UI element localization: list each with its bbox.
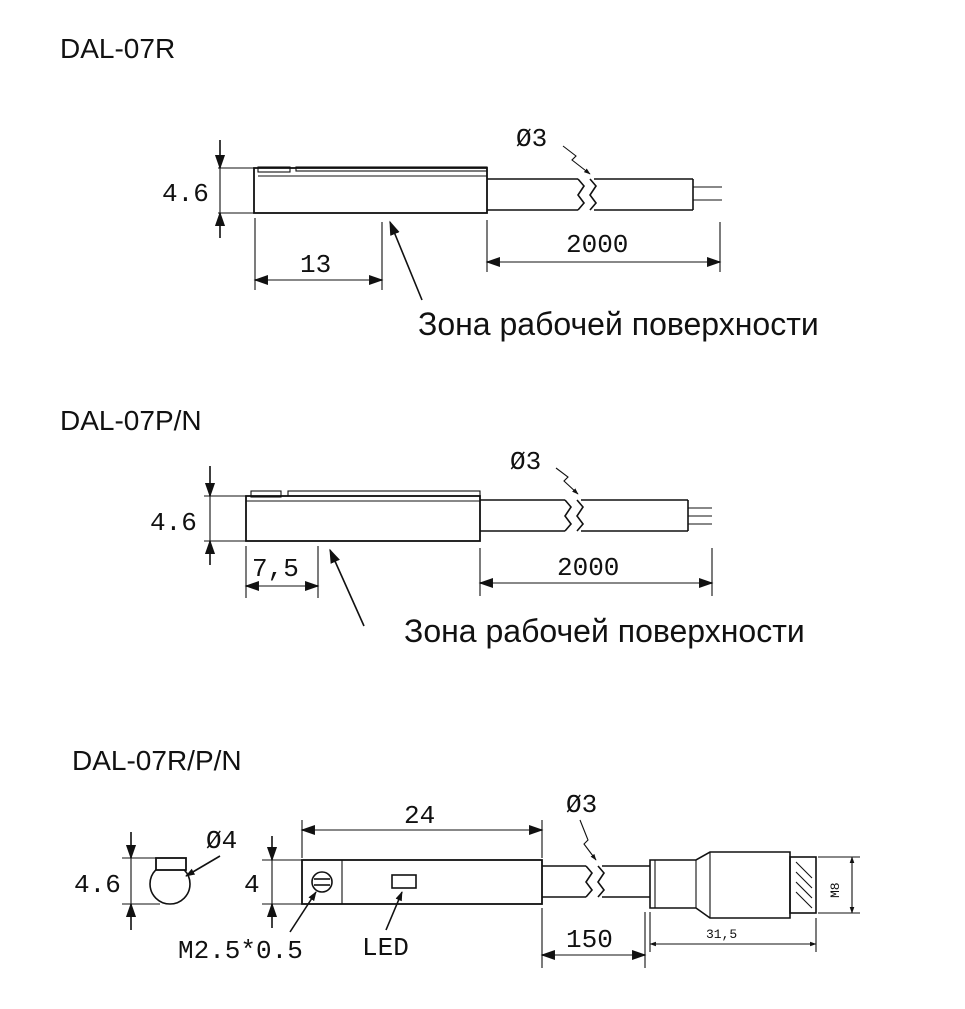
- sensor-3-connector: [649, 851, 817, 919]
- sensor-3-led-label: LED: [362, 933, 409, 963]
- sensor-3-cable-diameter-label: Ø3: [566, 790, 597, 820]
- sensor-1-body: [253, 166, 488, 214]
- sensor-1-cable: [487, 178, 722, 211]
- sensor-2-cable-length-label: 2000: [557, 553, 619, 583]
- sensor-3-front-height-dimension: 4: [244, 836, 302, 928]
- sensor-3-side-height-dimension: 4.6: [74, 832, 160, 930]
- sensor-3-led-callout: LED: [362, 891, 409, 963]
- sensor-2-cable-diameter-label: Ø3: [510, 447, 541, 477]
- sensor-3-thread-label: M8: [828, 882, 843, 898]
- sensor-3-body-length-dimension: 24: [300, 801, 544, 858]
- sensor-2-height-dimension: 4.6: [150, 466, 246, 565]
- sensor-2-cable: [480, 499, 712, 532]
- sensor-2-drawing: DAL-07P/N 4.6: [60, 405, 805, 649]
- sensor-3-body-diameter-label: Ø4: [206, 826, 237, 856]
- sensor-1-cable-diameter-callout: Ø3: [516, 124, 591, 175]
- sensor-3-cable-length-label: 150: [566, 925, 613, 955]
- sensor-2-zone-caption: Зона рабочей поверхности: [404, 613, 805, 649]
- sensor-3-cable-diameter-callout: Ø3: [566, 790, 597, 861]
- sensor-3-cable: [542, 865, 650, 898]
- sensor-2-zone-pointer: [329, 548, 365, 627]
- sensor-1-drawing: DAL-07R 4.6: [60, 33, 819, 342]
- sensor-2-cable-diameter-callout: Ø3: [510, 447, 579, 495]
- sensor-3-model-title: DAL-07R/P/N: [72, 745, 242, 776]
- sensor-3-body-length-label: 24: [404, 801, 435, 831]
- sensor-1-zone-length-label: 13: [300, 250, 331, 280]
- sensor-1-zone-caption: Зона рабочей поверхности: [418, 306, 819, 342]
- sensor-1-cable-length-label: 2000: [566, 230, 628, 260]
- sensor-3-body: [301, 859, 543, 905]
- sensor-1-zone-pointer: [389, 220, 423, 301]
- sensor-1-height-label: 4.6: [162, 179, 209, 209]
- sensor-1-zone-dimension: 13: [253, 218, 384, 290]
- sensor-3-cross-section: Ø4: [149, 826, 237, 905]
- sensor-3-screw-thread-label: M2.5*0.5: [178, 936, 303, 966]
- sensor-2-zone-dimension: 7,5: [244, 546, 320, 598]
- sensor-3-connector-length-label: 31,5: [706, 927, 737, 942]
- sensor-1-model-title: DAL-07R: [60, 33, 175, 64]
- sensor-3-thread-dimension: M8: [818, 856, 860, 914]
- sensor-3-side-height-label: 4.6: [74, 870, 121, 900]
- sensor-3-screw-callout: M2.5*0.5: [178, 891, 317, 966]
- sensor-1-cable-length-dimension: 2000: [485, 220, 722, 272]
- sensor-3-drawing: DAL-07R/P/N 4.6 Ø4 4: [72, 745, 860, 968]
- sensor-1-cable-diameter-label: Ø3: [516, 124, 547, 154]
- sensor-2-zone-length-label: 7,5: [252, 554, 299, 584]
- sensor-3-cable-length-dimension: 150: [540, 908, 647, 968]
- sensor-2-cable-length-dimension: 2000: [478, 548, 714, 596]
- sensor-2-height-label: 4.6: [150, 508, 197, 538]
- sensor-3-front-height-label: 4: [244, 870, 260, 900]
- sensor-3-connector-length-dimension: 31,5: [649, 912, 817, 952]
- sensor-2-model-title: DAL-07P/N: [60, 405, 202, 436]
- sensor-2-body: [245, 490, 481, 542]
- sensor-1-height-dimension: 4.6: [162, 140, 254, 238]
